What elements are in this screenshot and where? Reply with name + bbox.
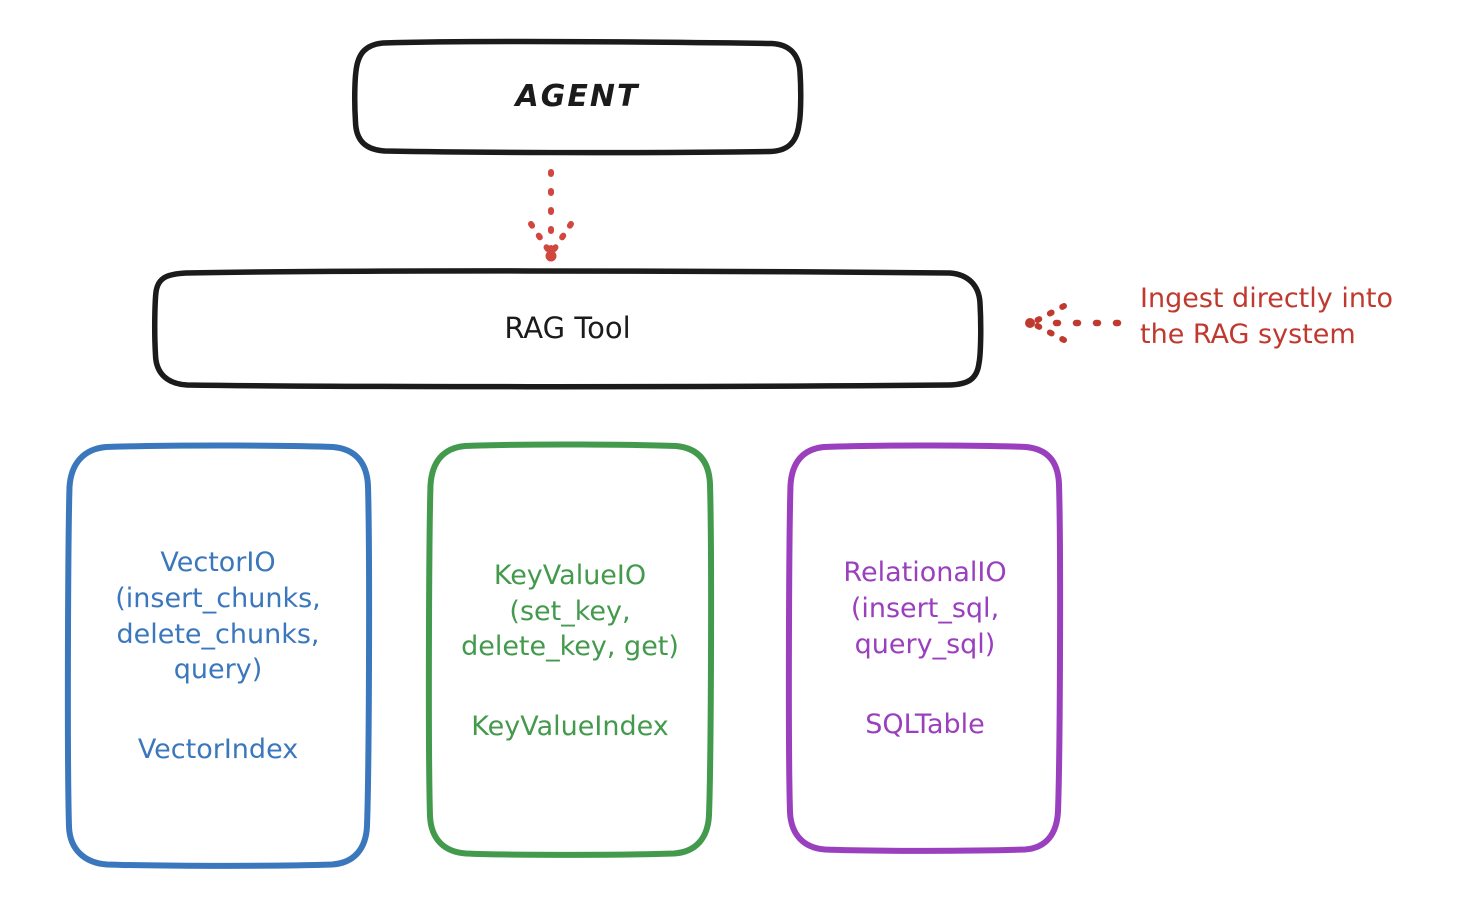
vectorio-store[interactable]: VectorIO (insert_chunks, delete_chunks, …	[68, 445, 368, 865]
vectorio-api-text: VectorIO (insert_chunks, delete_chunks, …	[115, 546, 321, 686]
ragtool-label: RAG Tool	[504, 310, 631, 345]
relationalio-box[interactable]	[785, 442, 1064, 854]
dotted-arrow-down-icon-right	[548, 221, 574, 257]
ragtool-box[interactable]	[151, 268, 984, 390]
ingest-annotation-text: Ingest directly into the RAG system	[1140, 283, 1394, 351]
keyvalueio-api-text: KeyValueIO (set_key, delete_key, get)	[461, 559, 679, 663]
relationalio-api-text: RelationalIO (insert_sql, query_sql)	[843, 557, 1007, 660]
ingest-arrow-tip	[1025, 318, 1035, 328]
dotted-arrow-left-icon-bottom	[1029, 320, 1067, 343]
relationalio-store[interactable]: RelationalIO (insert_sql, query_sql) SQL…	[790, 445, 1060, 850]
connector-arrow-tip	[545, 250, 557, 262]
keyvalueio-store[interactable]: KeyValueIO (set_key, delete_key, get) Ke…	[430, 445, 710, 855]
keyvalueio-box[interactable]	[425, 441, 715, 858]
vectorio-box[interactable]	[64, 442, 373, 869]
agent-to-ragtool-connector	[528, 169, 574, 262]
relationalio-index-text: SQLTable	[865, 708, 985, 740]
ingest-arrow	[1025, 303, 1122, 343]
dotted-arrow-left-icon-top	[1029, 303, 1067, 326]
agent-box[interactable]	[351, 38, 804, 156]
keyvalueio-index-text: KeyValueIndex	[471, 711, 669, 743]
agent-label: AGENT	[515, 78, 640, 114]
vectorio-index-text: VectorIndex	[137, 734, 299, 766]
dotted-arrow-down-icon	[528, 221, 554, 257]
